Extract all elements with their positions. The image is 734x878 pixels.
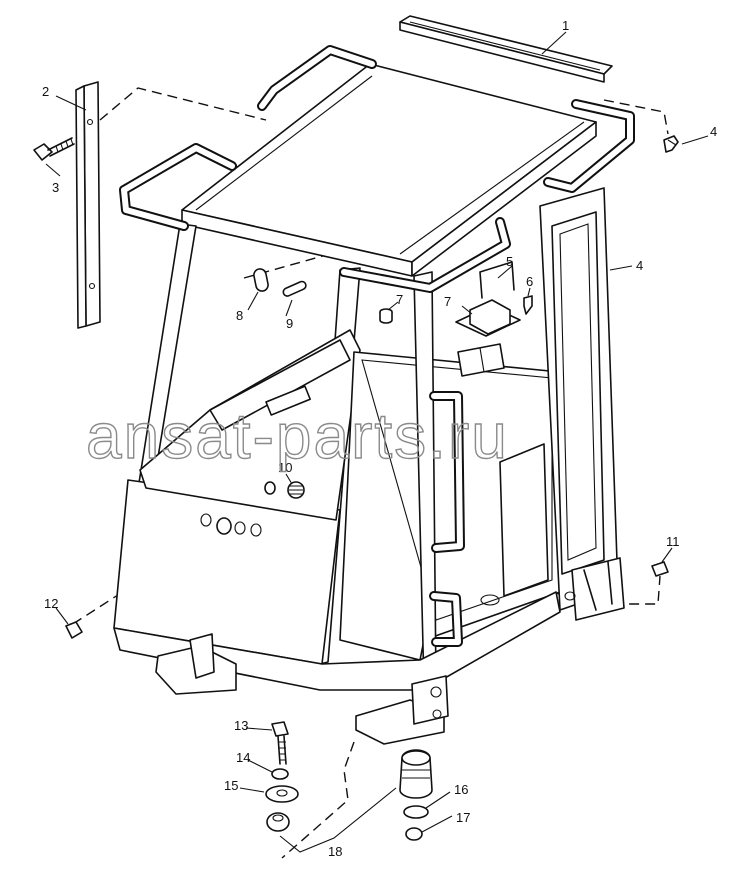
callout-7-right: 16 [454, 782, 468, 797]
plug-part-left [65, 621, 83, 639]
callout-leaders [45, 31, 709, 833]
roof-strip-part [399, 15, 613, 83]
callout-4-inner: 6 [526, 274, 533, 289]
callout-2: 2 [42, 84, 49, 99]
callout-11: 13 [234, 718, 248, 733]
callout-18: 5 [506, 254, 513, 269]
callout-numbers: 1 2 3 4 4 5 6 7 7 8 9 10 11 12 13 14 15 … [42, 18, 717, 859]
callout-7-left: 14 [236, 750, 250, 765]
callout-15: 9 [286, 316, 293, 331]
clip-part [663, 135, 679, 153]
cab-body [113, 63, 625, 745]
callout-3: 1 [562, 18, 569, 33]
mount-hardware [265, 721, 433, 853]
callout-5: 4 [636, 258, 643, 273]
plug-part-right [651, 561, 669, 577]
callout-8: 17 [456, 810, 470, 825]
callout-14: 8 [236, 308, 243, 323]
callout-9: 18 [328, 844, 342, 859]
callout-6: 11 [666, 534, 680, 549]
side-strip-part [75, 81, 101, 329]
callout-1: 3 [52, 180, 59, 195]
watermark-text: ansat-parts.ru [86, 400, 509, 472]
callout-4-right: 4 [710, 124, 717, 139]
rops-tube-frame [119, 45, 635, 647]
cab-small-parts [200, 261, 533, 537]
callout-17: 7 [444, 294, 451, 309]
callout-10: 15 [224, 778, 238, 793]
callout-16: 7 [396, 292, 403, 307]
callout-12: 12 [44, 596, 58, 611]
callout-13: 10 [278, 460, 292, 475]
bolt-part [33, 137, 75, 161]
